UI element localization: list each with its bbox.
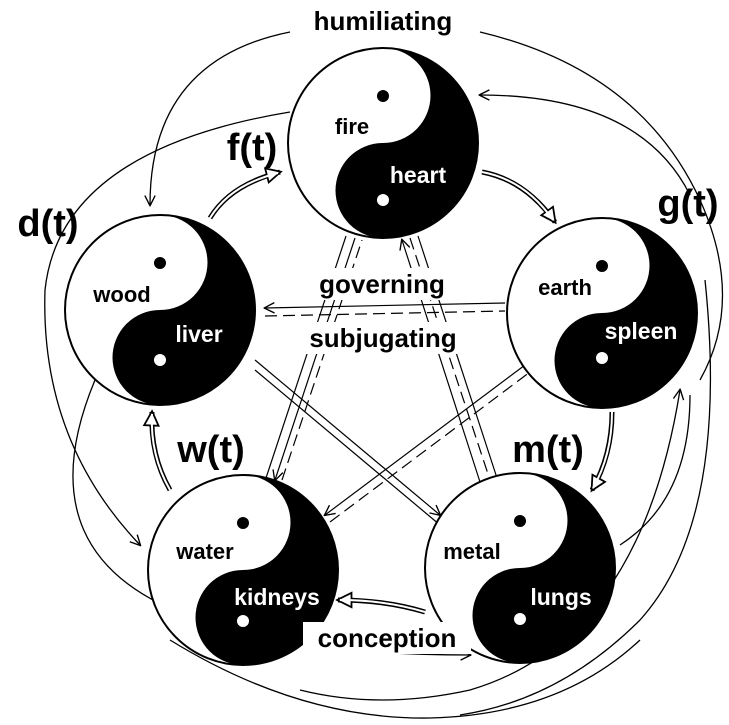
generating-cycle-inner (150, 171, 613, 613)
water-label: water (175, 539, 234, 564)
conception-label: conception (318, 623, 457, 653)
metal-label: metal (443, 539, 500, 564)
arc-water-right (299, 390, 680, 701)
line-fire-water-b (281, 239, 363, 481)
line-earth-wood-dashed (264, 310, 506, 317)
wood-label: wood (92, 282, 150, 307)
metal-function-label: m(t) (512, 429, 584, 471)
spleen-label: spleen (605, 318, 678, 344)
earth-spleen-yinyang (506, 217, 698, 409)
wood-liver-yinyang (64, 214, 256, 406)
subjugating-label: subjugating (309, 323, 456, 353)
arc-fire-earth-outer (150, 31, 291, 205)
fire-heart-yinyang (287, 47, 479, 239)
earth-label: earth (538, 275, 592, 300)
metal-lungs-yinyang (424, 472, 616, 664)
arc-left (44, 111, 291, 545)
yin-dot (377, 194, 389, 206)
arc-top-right (479, 31, 724, 381)
water-function-label: w(t) (176, 429, 245, 471)
arc-earth-fire (480, 95, 691, 196)
lungs-label: lungs (530, 584, 591, 610)
arc-right (459, 279, 712, 716)
water-kidneys-yinyang (147, 474, 339, 666)
wood-function-label: d(t) (17, 203, 78, 245)
line-earth-water-b (329, 371, 531, 523)
line-earth-water-a (325, 364, 526, 515)
humiliating-label: humiliating (314, 6, 453, 36)
kidneys-label: kidneys (234, 584, 320, 610)
line-wood-metal-b (254, 369, 441, 526)
fire-label: fire (335, 114, 369, 139)
governing-label: governing (319, 269, 445, 299)
gen-fire-earth (481, 169, 558, 222)
heart-label: heart (390, 162, 447, 188)
line-wood-metal-a (254, 359, 440, 515)
gen-earth-metal (589, 411, 615, 490)
fire-function-label: f(t) (227, 127, 278, 169)
yang-dot (377, 90, 389, 102)
arc-bottom (169, 639, 641, 719)
gen-wood-fire (207, 172, 280, 220)
line-earth-wood-solid (265, 303, 506, 308)
earth-function-label: g(t) (657, 183, 718, 225)
arc-right-lower (619, 394, 691, 546)
liver-label: liver (175, 321, 222, 347)
